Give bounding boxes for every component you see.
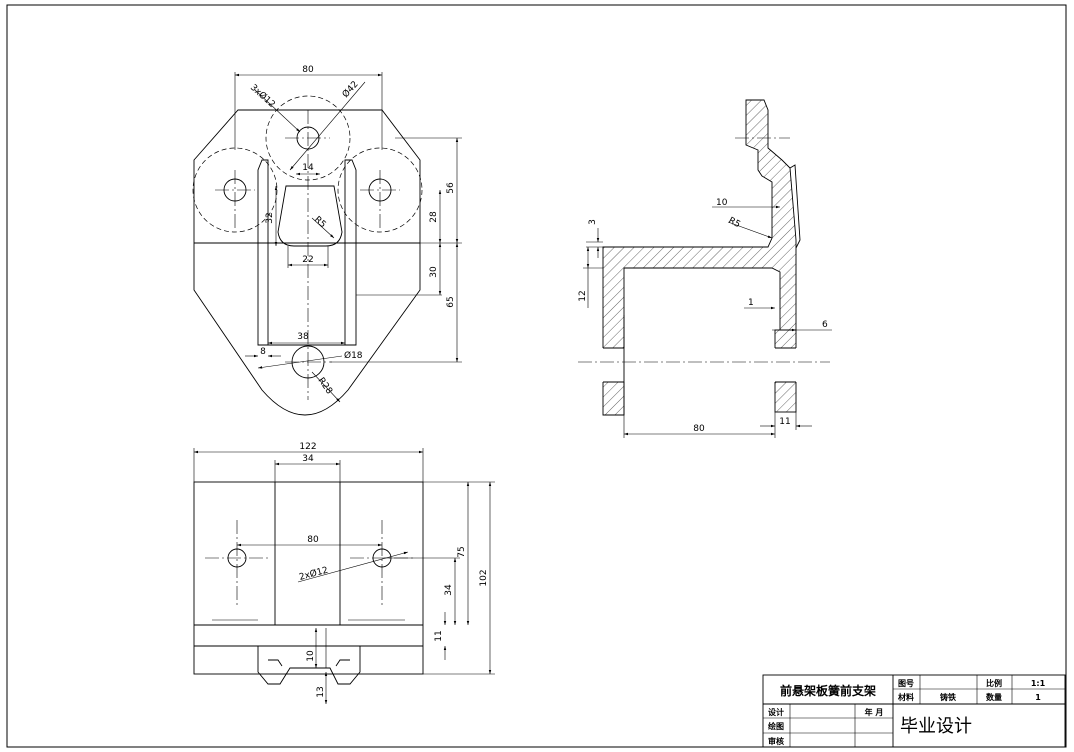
dim-front-22: 22 (302, 255, 313, 265)
dim-side-11: 11 (779, 417, 790, 427)
dim-front-80: 80 (302, 65, 314, 75)
dim-side-r5: R5 (727, 216, 742, 230)
dim-top-80: 80 (307, 535, 319, 545)
title-block: 前悬架板簧前支架 图号 比例 1:1 材料 铸铁 数量 1 设计 年 月 绘图 … (762, 674, 1066, 748)
dim-top-122: 122 (299, 442, 316, 452)
dim-top-34v: 34 (444, 584, 454, 596)
dim-top-13: 13 (316, 686, 326, 697)
title-scale-value: 1:1 (1031, 679, 1046, 688)
title-drawing-no-label: 图号 (898, 679, 914, 688)
dim-side-12: 12 (578, 290, 588, 301)
dim-front-56: 56 (446, 182, 456, 194)
title-date-label: 年 月 (865, 707, 884, 717)
dim-front-65: 65 (446, 296, 456, 307)
title-designer-label: 设计 (768, 707, 784, 717)
title-material-label: 材料 (898, 692, 914, 702)
dim-top-11: 11 (434, 630, 444, 641)
title-drafter-label: 绘图 (768, 721, 784, 731)
sheet-frame (6, 4, 1067, 748)
title-scale-label: 比例 (986, 678, 1002, 688)
dim-front-3x12: 3xØ12 (248, 82, 277, 110)
dim-front-r28: R28 (316, 376, 335, 396)
dim-top-34: 34 (302, 454, 314, 464)
dim-side-10: 10 (716, 198, 728, 208)
dim-front-14: 14 (302, 163, 314, 173)
dim-side-3: 3 (588, 219, 598, 225)
dim-front-18: Ø18 (344, 350, 363, 361)
front-view: 80 3xØ12 Ø42 14 32 R5 22 56 28 30 65 (192, 65, 462, 416)
top-view: 122 34 80 2xØ12 75 102 34 11 10 13 (193, 442, 495, 704)
dim-side-80: 80 (693, 424, 705, 434)
side-view: 10 R5 3 12 1 6 80 11 (578, 99, 832, 438)
title-material-value: 铸铁 (940, 692, 956, 702)
title-quantity-value: 1 (1035, 693, 1041, 702)
dim-front-32: 32 (265, 212, 275, 223)
dim-top-10: 10 (306, 650, 316, 662)
dim-side-1: 1 (748, 298, 754, 308)
dim-front-8: 8 (260, 347, 266, 357)
dim-top-75: 75 (457, 546, 467, 557)
dim-top-2x12: 2xØ12 (298, 565, 329, 583)
dim-side-6: 6 (822, 320, 828, 330)
dim-front-38: 38 (297, 332, 309, 342)
dim-top-102: 102 (479, 569, 489, 586)
dim-front-28: 28 (429, 211, 439, 223)
dim-front-r5: R5 (312, 215, 328, 230)
title-project: 毕业设计 (900, 716, 972, 737)
title-reviewer-label: 审核 (768, 736, 784, 746)
dim-front-30: 30 (429, 266, 439, 278)
title-quantity-label: 数量 (986, 692, 1002, 702)
dim-front-42: Ø42 (340, 79, 361, 100)
title-part-name: 前悬架板簧前支架 (780, 683, 876, 698)
